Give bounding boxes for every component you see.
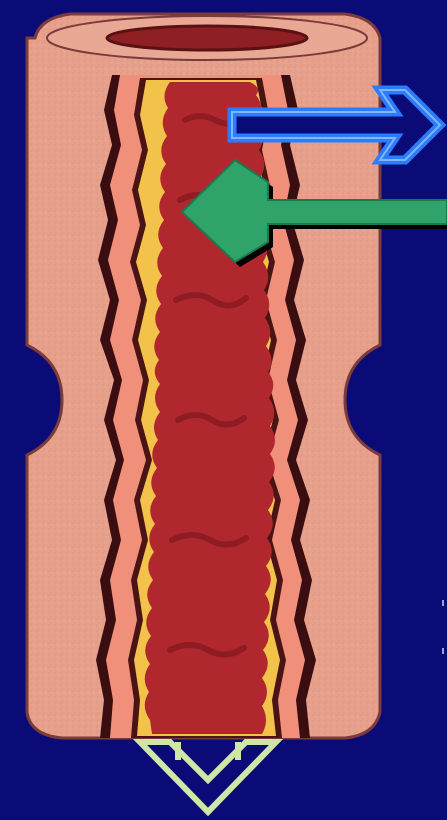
downward-outline-arrow xyxy=(140,742,276,812)
edge-mark xyxy=(442,600,444,606)
edge-mark xyxy=(442,648,444,654)
tube-top-opening xyxy=(107,26,307,50)
